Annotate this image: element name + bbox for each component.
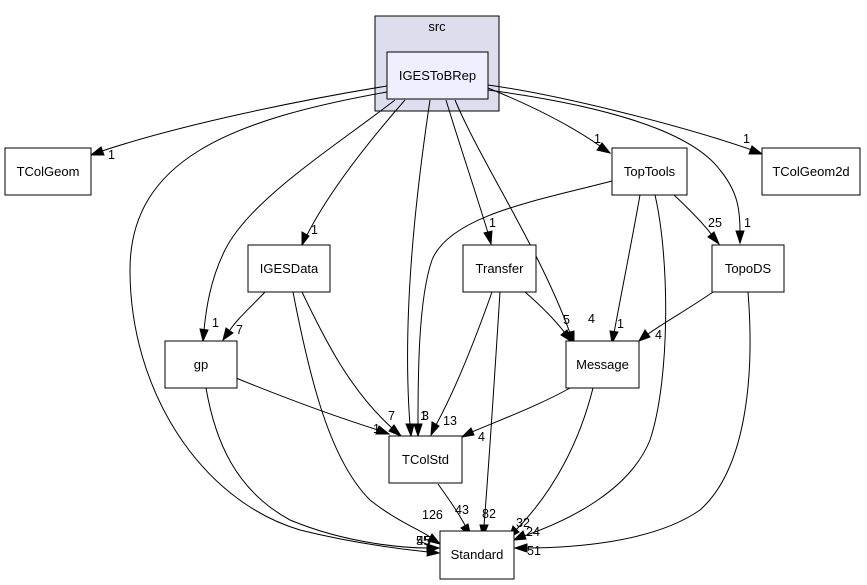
edge-gp-standard: 55 (205, 387, 441, 553)
node-gp-label: gp (194, 357, 208, 372)
edge-igestobrep-tcolstd: 1 (405, 99, 431, 438)
edge-label-igesdata-standard: 126 (422, 508, 443, 522)
node-igesdata[interactable]: IGESData (247, 244, 331, 293)
edge-message-standard: 32 (508, 387, 594, 540)
node-tcolstd-label: TColStd (402, 452, 449, 467)
node-gp[interactable]: gp (164, 340, 238, 389)
node-topods-label: TopoDS (725, 261, 772, 276)
edge-igesdata-gp: 7 (222, 291, 266, 342)
node-topods[interactable]: TopoDS (711, 244, 785, 293)
edge-tcolstd-standard: 43 (437, 483, 472, 539)
edge-label-toptools-message: 1 (617, 317, 624, 331)
edge-label-igestobrep-toptools: 1 (594, 132, 601, 146)
node-toptools[interactable]: TopTools (611, 147, 688, 196)
edge-label-toptools-standard: 24 (526, 525, 540, 539)
edge-igestobrep-tcolgeom2d: 1 (487, 84, 764, 155)
edge-igestobrep-igesdata: 1 (301, 99, 406, 247)
node-igesdata-label: IGESData (260, 261, 319, 276)
edge-toptools-message: 1 (609, 194, 641, 345)
node-tcolgeom-label: TColGeom (17, 164, 80, 179)
edge-transfer-standard: 82 (479, 291, 501, 539)
node-standard[interactable]: Standard (439, 530, 515, 580)
edge-toptools-topods: 25 (673, 194, 722, 246)
node-igestobrep[interactable]: IGESToBRep (386, 51, 489, 100)
edge-label-igesdata-tcolstd: 7 (388, 409, 395, 423)
edge-message-tcolstd: 4 (460, 387, 571, 444)
edge-label-tcolstd-standard: 43 (455, 503, 469, 517)
edge-label-message-standard: 32 (516, 516, 530, 530)
edge-toptools-tcolstd: 3 (413, 180, 613, 438)
edge-transfer-message: 5 (524, 291, 574, 344)
edge-label-igestobrep-message: 4 (588, 312, 595, 326)
edge-label-topods-standard: 51 (527, 544, 541, 558)
edge-label-transfer-standard: 82 (482, 507, 496, 521)
node-igestobrep-label: IGESToBRep (399, 68, 476, 83)
node-tcolgeom2d[interactable]: TColGeom2d (761, 147, 861, 196)
edge-label-igestobrep-topods: 1 (744, 216, 751, 230)
node-message[interactable]: Message (565, 340, 640, 389)
edge-label-igestobrep-tcolgeom2d: 1 (743, 132, 750, 146)
edge-label-transfer-tcolstd: 13 (443, 414, 457, 428)
edge-topods-standard: 51 (513, 291, 751, 558)
edge-label-toptools-topods: 25 (708, 216, 722, 230)
edge-label-igestobrep-igesdata: 1 (311, 223, 318, 237)
edge-label-igestobrep-tcolstd: 1 (420, 409, 427, 423)
edge-transfer-tcolstd: 13 (430, 291, 493, 437)
edge-gp-tcolstd: 1 (235, 377, 391, 436)
edge-label-toptools-tcolstd: 3 (422, 409, 429, 423)
node-tcolgeom2d-label: TColGeom2d (772, 164, 849, 179)
edge-label-gp-tcolstd: 1 (373, 422, 380, 436)
edge-label-igestobrep-gp: 1 (212, 316, 219, 330)
edge-label-topods-message: 4 (655, 328, 662, 342)
edge-label-transfer-message: 5 (563, 313, 570, 327)
node-tcolstd[interactable]: TColStd (388, 435, 463, 484)
edge-label-igestobrep-transfer: 1 (489, 216, 496, 230)
edge-igesdata-tcolstd: 7 (301, 291, 403, 438)
edge-igestobrep-standard: 45 (129, 91, 441, 557)
edge-toptools-standard: 24 (512, 194, 667, 541)
edge-igestobrep-gp: 1 (199, 99, 396, 343)
edge-label-igestobrep-tcolgeom: 1 (108, 148, 115, 162)
node-standard-label: Standard (451, 547, 504, 562)
node-tcolgeom[interactable]: TColGeom (4, 147, 92, 196)
edge-igestobrep-transfer: 1 (445, 99, 496, 246)
node-toptools-label: TopTools (624, 164, 676, 179)
edge-igesdata-standard: 126 (292, 291, 443, 545)
node-transfer[interactable]: Transfer (462, 244, 537, 293)
node-message-label: Message (576, 357, 629, 372)
edge-topods-message: 4 (637, 291, 714, 342)
edge-igestobrep-toptools: 1 (487, 87, 612, 154)
edge-label-gp-standard: 55 (416, 534, 430, 548)
edge-label-igesdata-gp: 7 (236, 323, 243, 337)
cluster-src-label: src (428, 19, 446, 34)
edge-label-message-tcolstd: 4 (478, 430, 485, 444)
edge-igestobrep-tcolgeom: 1 (89, 85, 388, 162)
edge-igestobrep-topods: 1 (487, 89, 751, 245)
node-transfer-label: Transfer (476, 261, 525, 276)
